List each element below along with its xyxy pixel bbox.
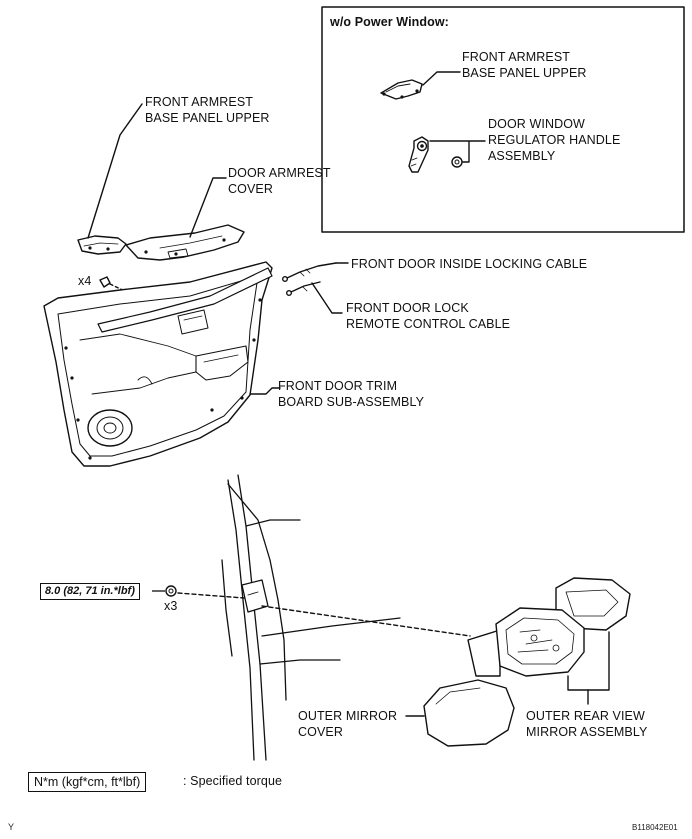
armrest-cover-leader: [189, 177, 227, 238]
mirror-dash-line: [261, 605, 471, 637]
corner-mark: Y: [8, 822, 15, 832]
armrest-cover-label: DOOR ARMREST COVER: [228, 166, 331, 196]
mirror-cover-label: OUTER MIRROR COVER: [298, 709, 398, 739]
inset-frame: [321, 6, 685, 233]
armrest-panel-upper-part: [77, 235, 127, 255]
clip-part: [99, 276, 111, 288]
vehicle-door-frame: [221, 474, 401, 761]
outer-mirror-assembly-part: [467, 577, 631, 677]
lock-remote-cable-label: FRONT DOOR LOCK REMOTE CONTROL CABLE: [346, 301, 511, 331]
inset-handle-leader: [429, 140, 486, 163]
figure-id: B118042E01: [632, 823, 678, 832]
torque-spec-box: 8.0 (82, 71 in.*lbf): [40, 583, 140, 600]
door-armrest-cover-part: [125, 224, 245, 261]
inset-armrest-panel-part: [380, 79, 423, 100]
locking-cable-part: [282, 262, 337, 283]
door-trim-board-part: [43, 261, 273, 467]
nut-quantity: x3: [164, 599, 178, 613]
inset-regulator-handle-label: DOOR WINDOW REGULATOR HANDLE ASSEMBLY: [488, 117, 621, 163]
remote-cable-leader: [311, 282, 343, 314]
armrest-panel-leader: [87, 103, 143, 239]
trim-board-label: FRONT DOOR TRIM BOARD SUB-ASSEMBLY: [278, 379, 425, 409]
mirror-nut-part: [165, 585, 177, 597]
mirror-assembly-label: OUTER REAR VIEW MIRROR ASSEMBLY: [526, 709, 648, 739]
inset-armrest-leader: [422, 71, 461, 86]
trim-board-leader: [249, 387, 281, 395]
armrest-panel-label: FRONT ARMREST BASE PANEL UPPER: [145, 95, 270, 125]
torque-legend-text: : Specified torque: [183, 774, 283, 788]
nut-dash-line: [177, 592, 245, 599]
clip-quantity: x4: [78, 274, 92, 288]
inset-armrest-panel-label: FRONT ARMREST BASE PANEL UPPER: [462, 50, 587, 80]
inset-title: w/o Power Window:: [330, 15, 449, 29]
outer-mirror-cover-part: [423, 679, 515, 747]
torque-legend-box: N*m (kgf*cm, ft*lbf): [28, 772, 147, 792]
remote-cable-part: [286, 281, 321, 297]
locking-cable-label: FRONT DOOR INSIDE LOCKING CABLE: [351, 257, 588, 271]
inset-regulator-handle-part: [408, 136, 463, 173]
